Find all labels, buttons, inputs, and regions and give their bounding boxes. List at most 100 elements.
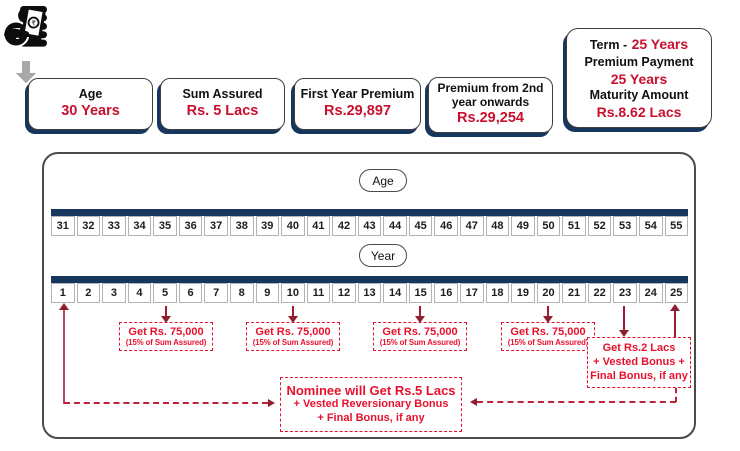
- term-line: Term - 25 Years: [567, 35, 711, 55]
- payout-amount: Get Rs. 75,000: [128, 326, 204, 338]
- age-cell: 55: [664, 216, 689, 236]
- payout-note: (15% of Sum Assured): [379, 338, 461, 347]
- payout-note: (15% of Sum Assured): [125, 338, 207, 347]
- interim-payout-box: Get Rs. 75,000(15% of Sum Assured): [246, 322, 340, 351]
- year-cell: 21: [562, 283, 586, 303]
- age-cell: 31: [51, 216, 75, 236]
- year-cell: 5: [153, 283, 177, 303]
- year-cell: 23: [613, 283, 637, 303]
- year-cell: 9: [255, 283, 280, 303]
- age-cell: 42: [332, 216, 356, 236]
- age-cell: 46: [434, 216, 458, 236]
- payout-arrow-stem: [547, 306, 549, 317]
- year-cell: 25: [664, 283, 689, 303]
- age-cell: 39: [255, 216, 280, 236]
- year-cell: 10: [281, 283, 305, 303]
- year-cell: 8: [229, 283, 254, 303]
- age-cell: 41: [306, 216, 331, 236]
- stat-value: Rs.29,254: [457, 110, 524, 127]
- payout-down-arrowhead: [161, 316, 171, 323]
- age-pill: Age: [359, 169, 407, 192]
- first-year-premium-stat-box: First Year Premium Rs.29,897: [294, 78, 421, 130]
- year-cell: 15: [408, 283, 433, 303]
- stat-value: Rs. 5 Lacs: [186, 102, 259, 119]
- nominee-right-arrowhead: [470, 398, 477, 406]
- age-cell: 34: [127, 216, 152, 236]
- age-cell: 47: [460, 216, 484, 236]
- age-cell: 44: [383, 216, 407, 236]
- svg-text:₹: ₹: [31, 19, 37, 28]
- age-cell: 52: [587, 216, 612, 236]
- year-1-connector-line: [63, 310, 65, 404]
- age-stat-box: Age 30 Years: [28, 78, 153, 130]
- payout-arrow-stem: [165, 306, 167, 317]
- sum-assured-stat-box: Sum Assured Rs. 5 Lacs: [160, 78, 285, 130]
- payout-arrow-stem: [292, 306, 294, 317]
- payout-down-arrowhead: [415, 316, 425, 323]
- year-cell: 16: [434, 283, 458, 303]
- maturity-box-connector: [675, 388, 677, 402]
- term-value: 25 Years: [631, 35, 689, 52]
- year-cell: 1: [51, 283, 75, 303]
- payout-amount: Get Rs. 75,000: [510, 326, 586, 338]
- maturity-payout-box: Get Rs.2 Lacs + Vested Bonus + Final Bon…: [587, 337, 691, 389]
- interim-payout-box: Get Rs. 75,000(15% of Sum Assured): [119, 322, 213, 351]
- year-cell: 11: [306, 283, 331, 303]
- payout-amount: Get Rs. 75,000: [255, 326, 331, 338]
- year-cell: 6: [178, 283, 203, 303]
- age-cell: 38: [229, 216, 254, 236]
- payout-down-arrowhead: [543, 316, 553, 323]
- year-cell: 14: [383, 283, 407, 303]
- hand-money-icon: ₹: [3, 6, 49, 53]
- nominee-payout-line: Nominee will Get Rs.5 Lacs: [286, 383, 456, 398]
- stat-label: Age: [78, 87, 103, 102]
- payout-note: (15% of Sum Assured): [252, 338, 334, 347]
- year-cell: 17: [460, 283, 484, 303]
- age-cell: 40: [281, 216, 305, 236]
- age-cell: 49: [511, 216, 535, 236]
- year-cell: 24: [638, 283, 663, 303]
- nominee-payout-box: Nominee will Get Rs.5 Lacs + Vested Reve…: [280, 377, 462, 432]
- age-cell: 54: [638, 216, 663, 236]
- premium-payment-label: Premium Payment: [584, 54, 694, 69]
- year-25-arrow-stem: [674, 311, 676, 337]
- year-cell: 20: [536, 283, 561, 303]
- payout-amount: Get Rs. 75,000: [382, 326, 458, 338]
- down-arrow-icon: [16, 61, 36, 83]
- year-cell: 22: [587, 283, 612, 303]
- year-cell: 19: [511, 283, 535, 303]
- nominee-payout-line: + Vested Reversionary Bonus: [293, 398, 449, 410]
- maturity-payout-line: Get Rs.2 Lacs: [602, 342, 676, 354]
- year-cell: 18: [485, 283, 510, 303]
- age-cell: 36: [178, 216, 203, 236]
- year-1-up-arrowhead: [59, 303, 69, 310]
- year-cell: 7: [204, 283, 228, 303]
- maturity-value: Rs.8.62 Lacs: [596, 103, 682, 120]
- nominee-right-connector: [477, 401, 676, 403]
- renewal-premium-stat-box: Premium from 2nd year onwards Rs.29,254: [428, 77, 553, 133]
- year-pill: Year: [359, 244, 407, 267]
- age-cell: 32: [76, 216, 101, 236]
- year-cell: 4: [127, 283, 152, 303]
- stat-label: Sum Assured: [182, 87, 263, 102]
- age-timeline-bar: [51, 209, 688, 216]
- maturity-label: Maturity Amount: [589, 88, 689, 102]
- stat-value: 30 Years: [61, 102, 120, 119]
- year-cell: 12: [332, 283, 356, 303]
- payout-arrow-stem: [419, 306, 421, 317]
- maturity-payout-line: Final Bonus, if any: [590, 369, 688, 382]
- maturity-payout-line: + Vested Bonus +: [593, 355, 685, 368]
- premium-payment-value: 25 Years: [610, 70, 668, 87]
- payout-note: (15% of Sum Assured): [507, 338, 589, 347]
- age-cell: 37: [204, 216, 228, 236]
- interim-payout-box: Get Rs. 75,000(15% of Sum Assured): [501, 322, 595, 351]
- year-cell: 2: [76, 283, 101, 303]
- age-cell: 51: [562, 216, 586, 236]
- term-summary-box: Term - 25 Years Premium Payment 25 Years…: [566, 28, 712, 128]
- year-23-arrow-stem: [623, 306, 625, 330]
- age-cell: 35: [153, 216, 177, 236]
- interim-payout-box: Get Rs. 75,000(15% of Sum Assured): [373, 322, 467, 351]
- age-cell: 33: [102, 216, 126, 236]
